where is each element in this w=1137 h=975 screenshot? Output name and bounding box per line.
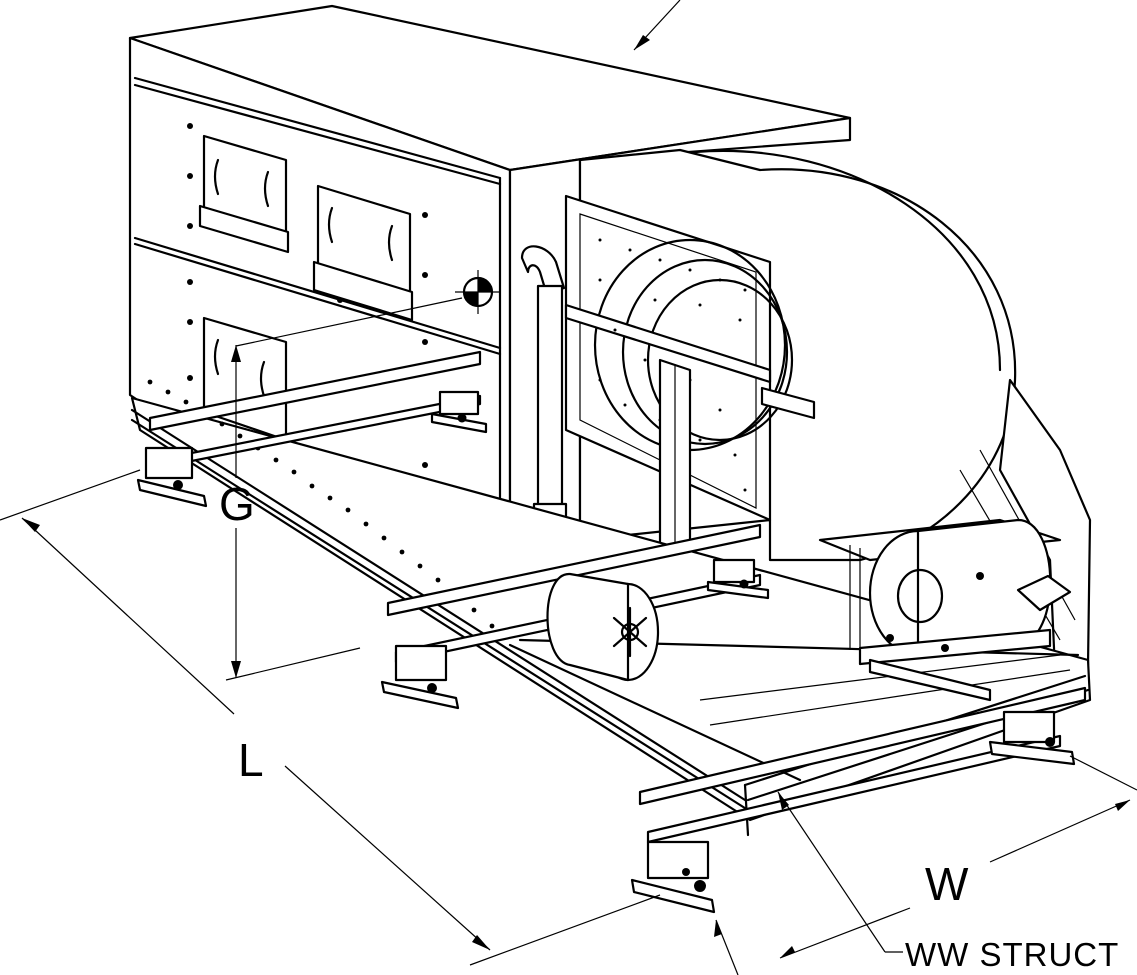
center-of-gravity-symbol [235, 270, 500, 347]
spring-isolator-middle-left [380, 644, 460, 710]
dimension-g [225, 345, 361, 681]
dimension-l [0, 469, 661, 966]
access-door-upper-right [312, 184, 414, 322]
spring-isolator-rear-left [136, 446, 208, 508]
dim-label-l: L [238, 734, 264, 786]
callout-structure: WW STRUCT [905, 936, 1119, 973]
bottom-leader-arrow [714, 919, 739, 975]
top-leader-arrow [633, 0, 681, 51]
dim-label-w: W [925, 858, 969, 910]
dimension-w [779, 755, 1137, 959]
i-beam-front [638, 686, 1087, 844]
structure-callout-leader [777, 791, 903, 953]
dim-label-g: G [219, 478, 255, 530]
fan-motor-large [858, 518, 1072, 702]
spring-isolator-rear-right [430, 390, 488, 434]
spring-isolator-front-left [630, 840, 716, 914]
spring-isolator-front-right [988, 710, 1076, 766]
access-door-upper-left [198, 134, 290, 254]
spring-isolator-middle-right [706, 558, 770, 600]
drive-motor-small [546, 572, 660, 682]
